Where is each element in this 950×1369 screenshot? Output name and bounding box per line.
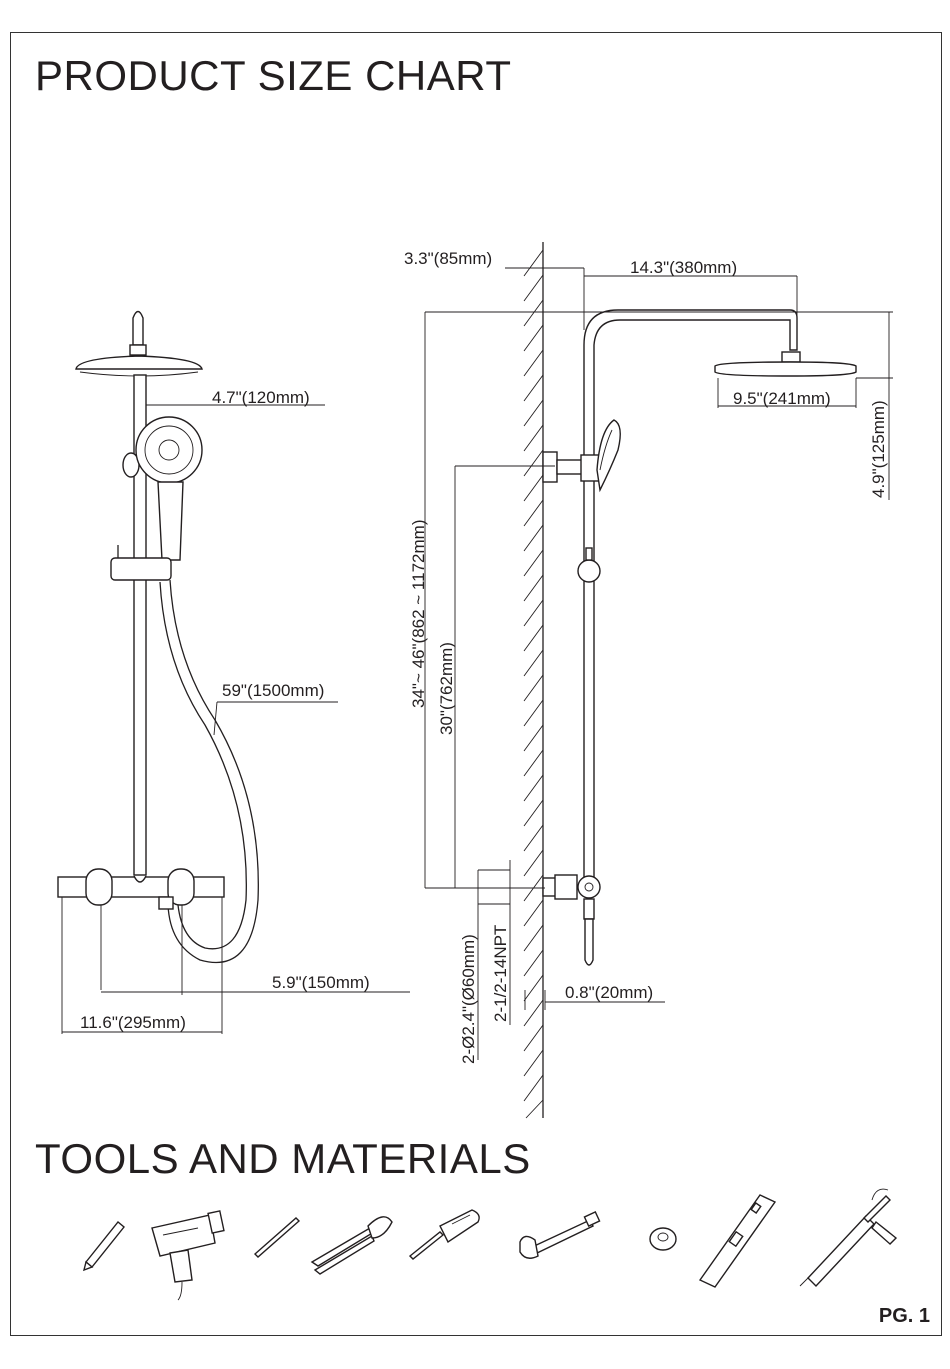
inlet-spacing-label: 5.9"(150mm)	[272, 973, 370, 992]
valve-width-label: 11.6"(295mm)	[80, 1013, 186, 1032]
hand-shower-offset-label: 4.7"(120mm)	[212, 388, 310, 407]
head-diameter-label: 9.5"(241mm)	[733, 389, 831, 408]
screwdriver-icon	[410, 1210, 479, 1259]
pencil-icon	[84, 1222, 124, 1270]
page-number: PG. 1	[879, 1305, 930, 1328]
caulking-gun-icon	[800, 1189, 896, 1286]
thread-tape-icon	[650, 1228, 676, 1250]
arm-reach-label: 14.3"(380mm)	[630, 258, 737, 277]
drill-bit-icon	[255, 1218, 299, 1257]
inlet-thread-label: 2-1/2-14NPT	[491, 925, 510, 1022]
adjustable-height-label: 34"~ 46"(862 ~ 1172mm)	[409, 520, 428, 708]
wall-to-rail-label: 3.3"(85mm)	[404, 249, 492, 268]
tools-and-materials-heading: TOOLS AND MATERIALS	[35, 1135, 531, 1183]
flange-diameter-label: 2-Ø2.4"(Ø60mm)	[459, 934, 478, 1064]
front-view-diagram	[58, 312, 410, 1035]
hose-length-label: 59"(1500mm)	[222, 681, 324, 700]
pliers-icon	[312, 1217, 392, 1274]
connector-depth-label: 0.8"(20mm)	[565, 983, 653, 1002]
wrench-icon	[520, 1212, 600, 1258]
front-view-labels: 4.7"(120mm) 59"(1500mm) 5.9"(150mm) 11.6…	[80, 388, 370, 1032]
tools-row	[84, 1189, 896, 1300]
head-height-label: 4.9"(125mm)	[869, 400, 888, 498]
bracket-height-label: 30"(762mm)	[437, 642, 456, 735]
spirit-level-icon	[700, 1195, 775, 1287]
electric-drill-icon	[152, 1211, 224, 1300]
